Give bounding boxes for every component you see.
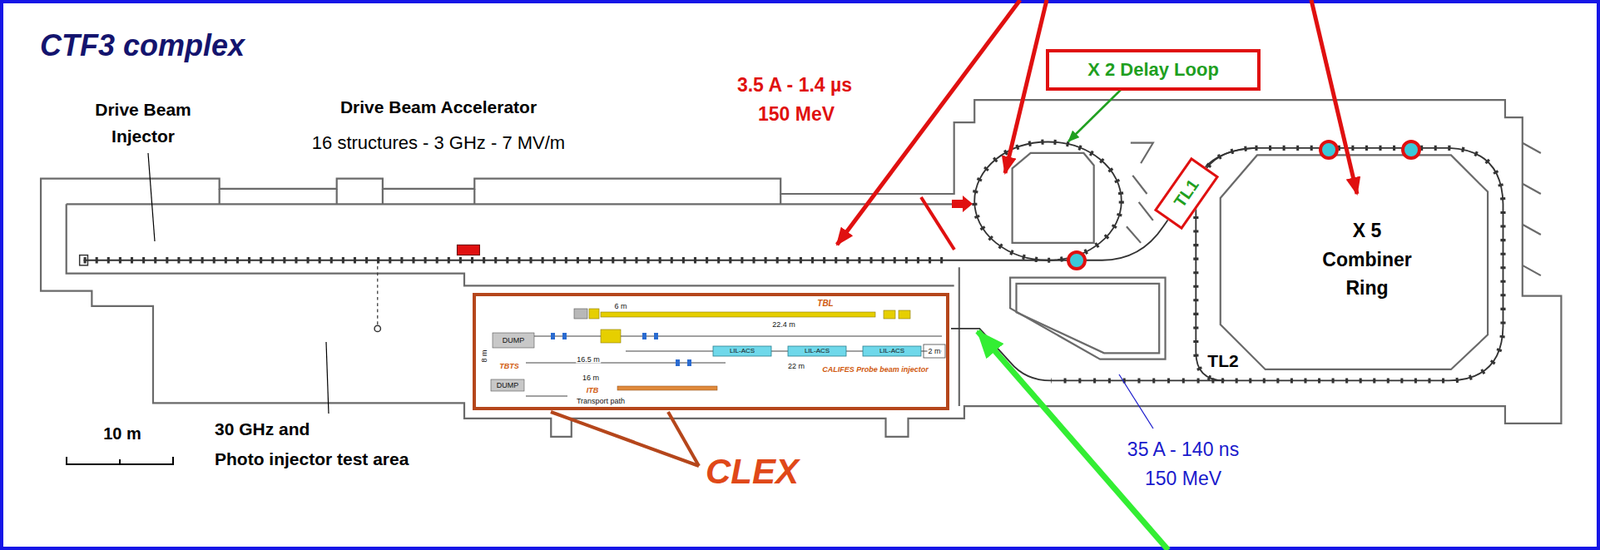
structure-label: LIL-ACS	[803, 347, 831, 355]
bracket-line	[550, 411, 699, 466]
ring-magnets	[1195, 148, 1503, 382]
building-plan	[40, 99, 1561, 437]
beam-parameter: 3.5 A - 1.4 µs	[737, 74, 853, 96]
quadrupole	[562, 332, 567, 340]
delay-loop	[974, 141, 1122, 260]
loop-building	[1012, 153, 1095, 243]
beam-line	[525, 336, 942, 397]
dump-block	[492, 332, 535, 348]
tl2-beam-line	[951, 328, 1225, 382]
quadrupole	[642, 332, 647, 340]
dump-label: DUMP	[495, 381, 521, 390]
annotations	[66, 0, 1420, 550]
quadrupole	[687, 359, 692, 367]
tl2-magnets	[1050, 377, 1214, 383]
magnet	[600, 329, 621, 343]
marker-circle	[1320, 141, 1338, 159]
inset-ground	[472, 292, 950, 411]
accelerating-structure	[787, 346, 847, 357]
lower-building	[1015, 283, 1160, 353]
magnet	[589, 308, 600, 319]
dimension-label: 22.4 m	[771, 321, 797, 329]
clex-layout	[472, 292, 950, 411]
line-name: TBL	[816, 299, 834, 308]
diagram-title: CTF3 complex	[39, 28, 245, 63]
scale-bar	[66, 456, 174, 465]
dump-label: DUMP	[501, 336, 526, 345]
quadrupole	[550, 332, 555, 340]
linac-structures	[84, 257, 950, 263]
dimension-label: 16.5 m	[575, 356, 601, 364]
beam-parameter: 150 MeV	[757, 103, 835, 125]
wall-detail	[1522, 143, 1541, 276]
branch-element	[374, 325, 381, 332]
rf-element	[456, 244, 480, 255]
spec-label: 16 structures - 3 GHz - 7 MV/m	[312, 132, 565, 154]
dimension-label: 16 m	[581, 374, 600, 382]
pointer-arrow	[1068, 88, 1123, 142]
cross-mark	[921, 197, 955, 250]
building-walls	[40, 99, 1561, 437]
callout-box: TL1	[1154, 156, 1219, 229]
section-label: Drive Beam Injector	[80, 96, 206, 149]
injection-arrow	[951, 195, 973, 213]
outer-wall	[40, 99, 1561, 437]
pointer-arrow	[1005, 0, 1047, 174]
magnet	[898, 310, 911, 319]
injector-gun	[79, 255, 89, 266]
structure-label: LIL-ACS	[878, 347, 906, 355]
dimension-label: 22 m	[787, 362, 806, 371]
linac-beam-line	[84, 148, 1256, 261]
quadrupole	[675, 359, 680, 367]
dimension-label: 6 m	[613, 302, 628, 311]
delay-loop-magnets	[974, 141, 1122, 260]
beam-parameter: 35 A - 140 ns	[1127, 438, 1239, 461]
combiner-ring	[1195, 148, 1503, 382]
box-text: TL1	[1169, 175, 1203, 211]
inset-map: 6 m TBL 22.4 m DUMP TBTS 16.5 m LIL-ACS LIL-ACS…	[472, 292, 950, 411]
line-name: ITB	[585, 386, 600, 395]
accelerating-structure	[862, 346, 922, 357]
ring-label: X 5 Combiner Ring	[1316, 216, 1418, 303]
structure-label: LIL-ACS	[728, 347, 756, 355]
area-label: CLEX	[705, 451, 799, 492]
lower-building	[1010, 277, 1165, 360]
beam-parameter: 150 MeV	[1144, 467, 1222, 490]
section-label: Drive Beam Accelerator	[340, 97, 537, 118]
area-label: Photo injector test area	[214, 449, 409, 470]
branch-line	[376, 260, 378, 325]
leader-line	[326, 341, 329, 414]
scale-label: 10 m	[103, 424, 142, 444]
itb-line	[617, 386, 718, 391]
leader-line	[148, 153, 155, 242]
marker-circle	[1402, 141, 1420, 159]
wall-detail	[1126, 143, 1154, 243]
callout-box: X 2 Delay Loop	[1045, 49, 1261, 91]
line-name: CALIFES Probe beam injector	[821, 366, 930, 374]
dump-block	[574, 308, 588, 319]
quadrupole	[653, 332, 659, 340]
pointer-arrow	[1311, 0, 1358, 194]
path-label: Transport path	[575, 397, 626, 406]
dump-block	[490, 379, 525, 392]
line-name: TBTS	[498, 362, 521, 371]
leader-line	[1119, 374, 1154, 429]
magnet	[883, 310, 896, 319]
dimension-label: 8 m	[480, 348, 489, 363]
accelerating-structure	[713, 346, 772, 357]
area-label: 30 GHz and	[214, 419, 310, 440]
dimension-label: 2 m	[926, 347, 942, 356]
tbl-line	[600, 312, 876, 318]
box-text: X 2 Delay Loop	[1087, 59, 1219, 80]
line-label: TL2	[1207, 351, 1239, 372]
gun-box	[923, 344, 946, 358]
bracket-line	[668, 411, 699, 466]
marker-circle	[1068, 252, 1085, 269]
